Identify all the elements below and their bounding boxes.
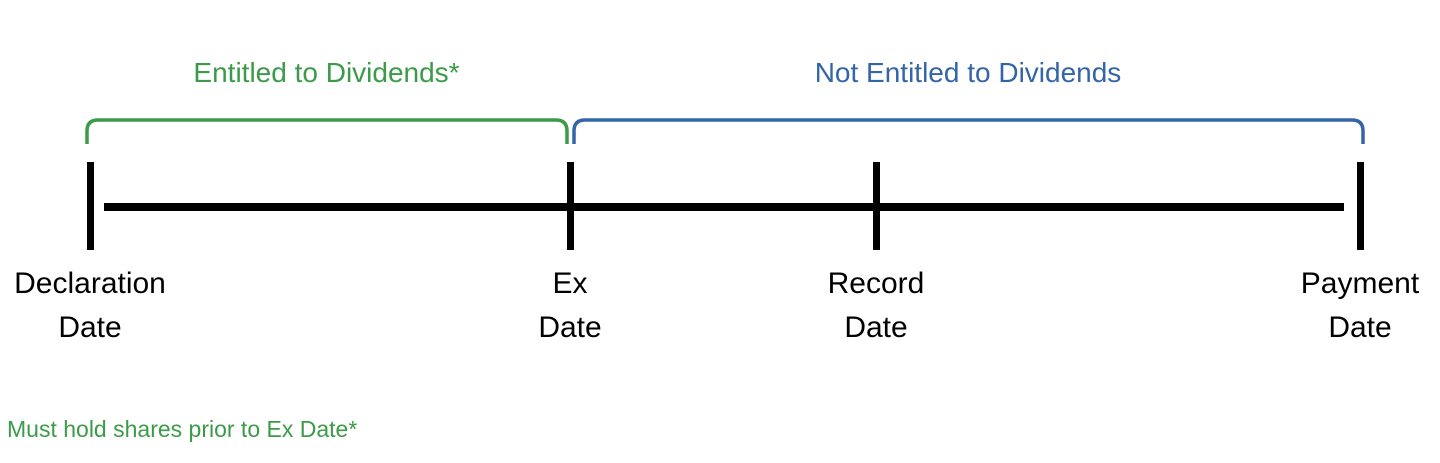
milestone-line2: Date	[538, 311, 602, 344]
milestone-label-declaration-date: Declaration Date	[0, 262, 205, 350]
tick-record-date	[872, 162, 880, 250]
entitled-period-label: Entitled to Dividends*	[193, 57, 460, 88]
tick-declaration-date	[86, 162, 94, 250]
not-entitled-bracket	[572, 118, 1365, 144]
milestone-label-record-date: Record Date	[776, 262, 976, 350]
tick-payment-date	[1356, 162, 1364, 250]
milestone-label-ex-date: Ex Date	[470, 262, 670, 350]
milestone-line1: Payment	[1300, 267, 1420, 300]
milestone-line1: Declaration	[14, 267, 166, 300]
footnote: Must hold shares prior to Ex Date*	[7, 416, 358, 442]
milestone-line2: Date	[58, 311, 122, 344]
milestone-label-payment-date: Payment Date	[1260, 262, 1440, 350]
tick-ex-date	[566, 162, 574, 250]
entitled-bracket	[85, 118, 569, 144]
period-brackets	[85, 118, 1365, 144]
milestone-line1: Record	[827, 267, 925, 300]
timeline-axis	[104, 203, 1344, 211]
milestone-line1: Ex	[552, 267, 588, 300]
not-entitled-period-label: Not Entitled to Dividends	[814, 57, 1122, 88]
milestone-line2: Date	[1328, 311, 1392, 344]
milestone-line2: Date	[844, 311, 908, 344]
